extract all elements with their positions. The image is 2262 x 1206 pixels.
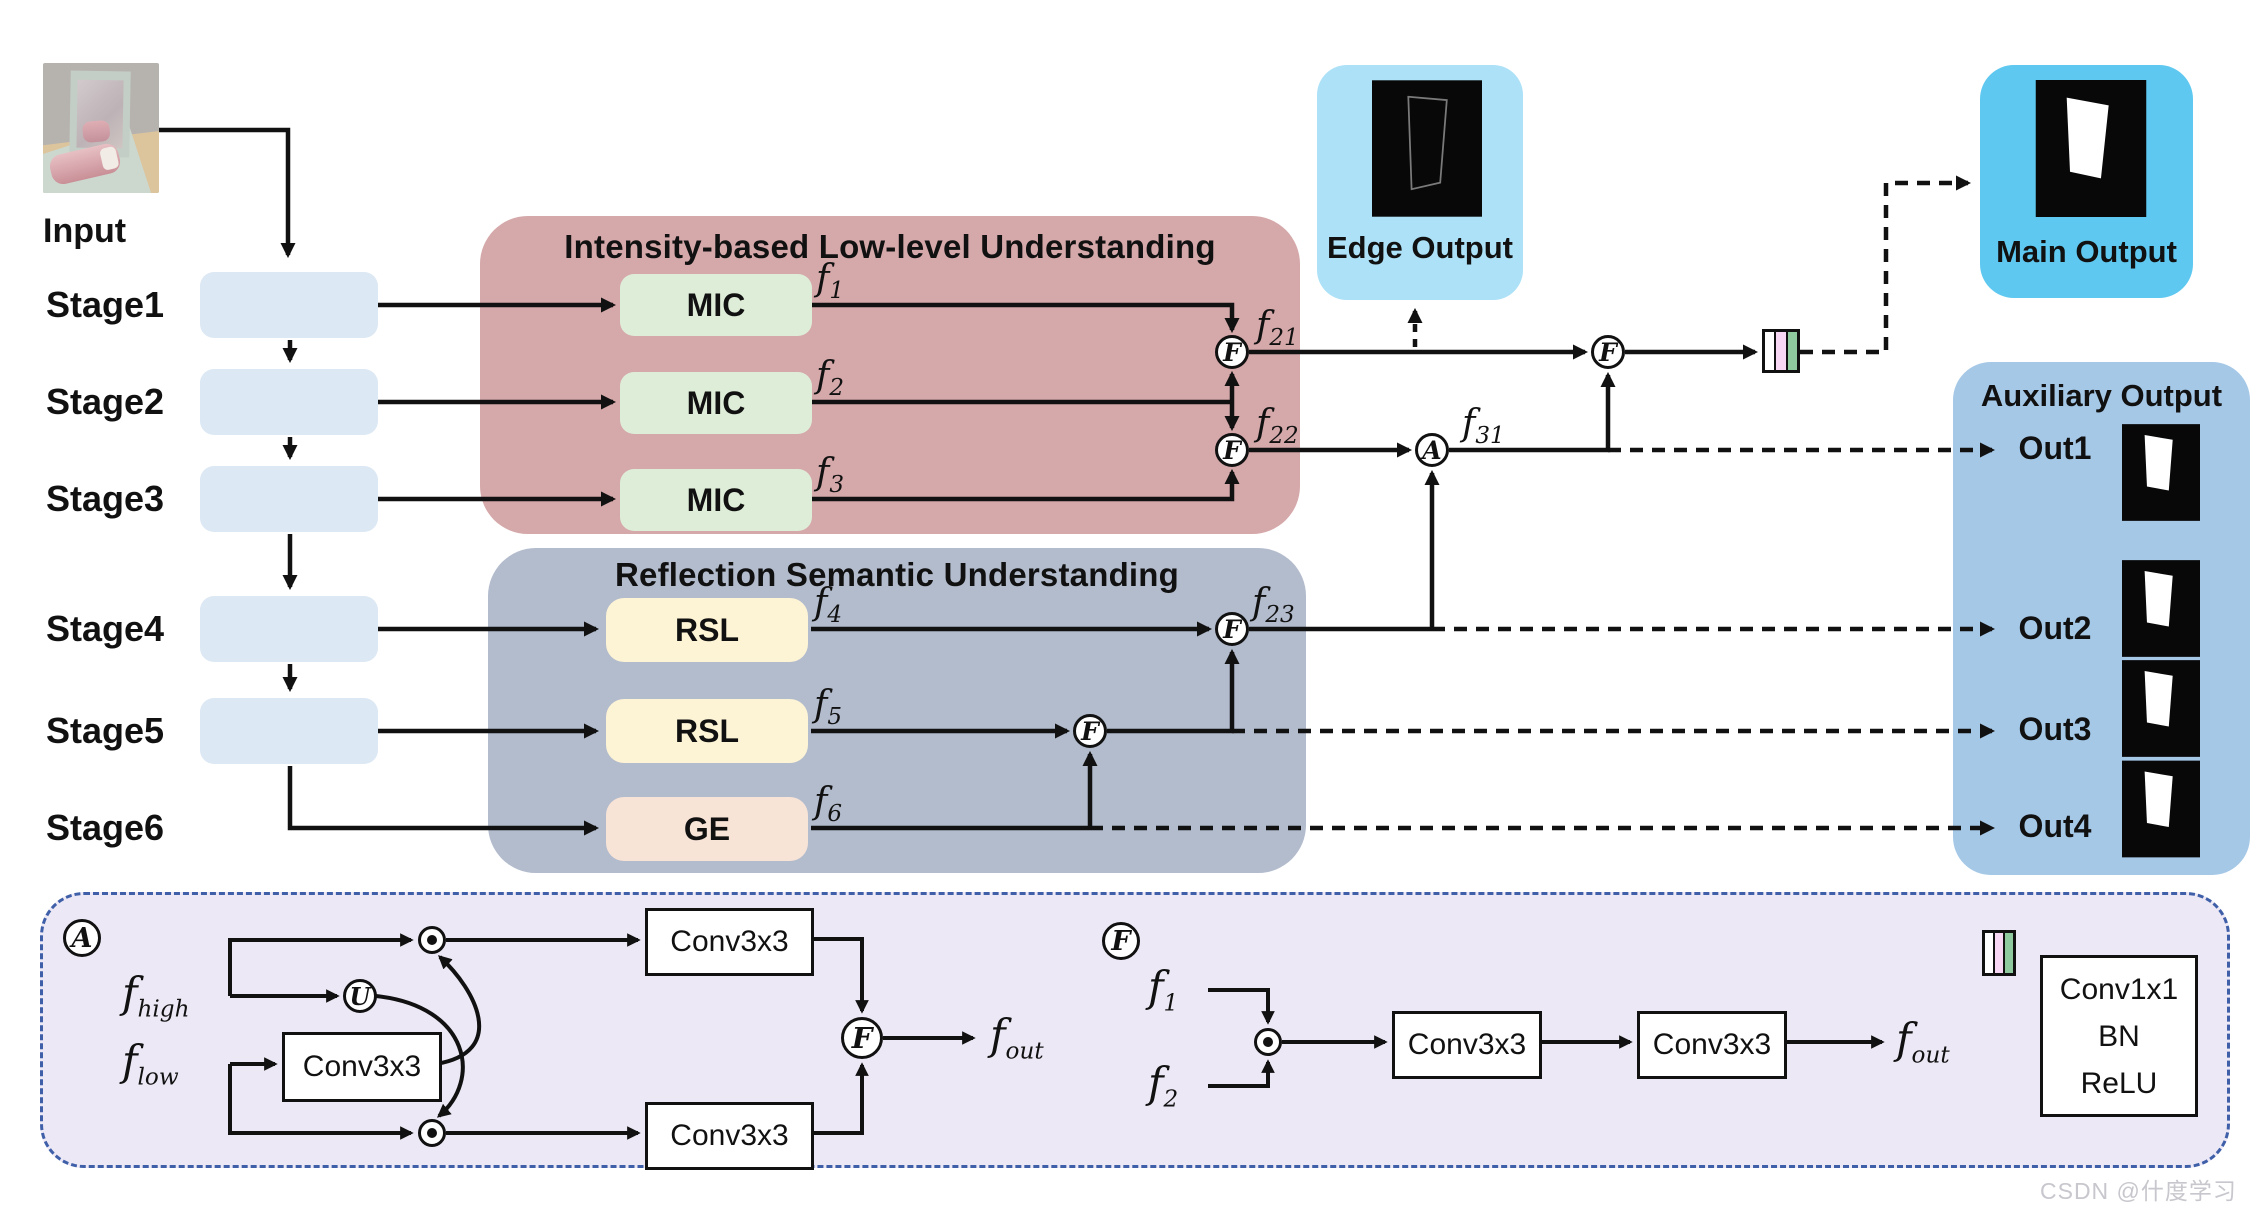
reflection-module-title: Reflection Semantic Understanding [614, 556, 1180, 593]
fuse-node-final: F [1591, 335, 1625, 369]
legend-a-fhigh-label: fhigh [122, 968, 190, 1023]
feature-label-f23: f23 [1252, 582, 1295, 629]
feature-label-f5: f5 [814, 684, 842, 731]
auxiliary-output-title: Auxiliary Output [1980, 378, 2223, 413]
legend-a-upsample-node: U [343, 979, 377, 1013]
legend-a-badge: A [63, 919, 101, 957]
edge-output-label: Edge Output [1327, 230, 1513, 265]
legend-f-f1-label: f1 [1148, 962, 1179, 1017]
auxiliary-output-box [1953, 362, 2250, 875]
legend-f-mul-node [1254, 1028, 1282, 1056]
main-output-image [2035, 80, 2147, 222]
input-label: Input [43, 212, 127, 250]
feature-label-f1: f1 [816, 258, 844, 305]
feature-label-f4: f4 [814, 582, 842, 629]
legend-a-flow-label: flow [122, 1036, 179, 1091]
fuse-node-f22: F [1215, 433, 1249, 467]
stage-block-1 [200, 272, 378, 338]
aux-out3-image [2122, 660, 2200, 762]
aux-out4-image [2122, 760, 2200, 863]
aux-out3-label: Out3 [2018, 711, 2092, 747]
legend-a-fuse-node: F [841, 1017, 883, 1059]
main-output-label: Main Output [1996, 234, 2177, 269]
watermark: CSDN @什度学习 [2040, 1178, 2237, 1204]
aux-out4-label: Out4 [2018, 808, 2092, 844]
stage-label-3: Stage3 [46, 478, 165, 519]
fuse-node-f23: F [1215, 612, 1249, 646]
rsl-block-1: RSL [606, 598, 808, 662]
stage-block-4 [200, 596, 378, 662]
rsl-block-2: RSL [606, 699, 808, 763]
legend-a-mul-bottom [418, 1119, 446, 1147]
intensity-module-title: Intensity-based Low-level Understanding [564, 228, 1216, 265]
ge-block: GE [606, 797, 808, 861]
legend-f-fout-label: fout [1896, 1014, 1950, 1069]
stage-label-6: Stage6 [46, 807, 165, 848]
stage-label-4: Stage4 [46, 608, 165, 649]
legend-f-conv-1: Conv3x3 [1392, 1011, 1542, 1079]
intensity-module-panel [480, 216, 1300, 534]
stage-label-5: Stage5 [46, 710, 165, 751]
fuse-node-f5f6: F [1073, 714, 1107, 748]
legend-a-conv-low: Conv3x3 [282, 1032, 442, 1102]
legend-f-f2-label: f2 [1148, 1058, 1179, 1113]
mic-block-1: MIC [620, 274, 812, 336]
stage-block-2 [200, 369, 378, 435]
mic-block-2: MIC [620, 372, 812, 434]
legend-a-conv-top: Conv3x3 [645, 908, 814, 976]
stage-block-5 [200, 698, 378, 764]
stage-block-3 [200, 466, 378, 532]
stage-label-2: Stage2 [46, 381, 165, 422]
feature-label-f21: f21 [1256, 305, 1299, 352]
legend-a-conv-bottom: Conv3x3 [645, 1102, 814, 1170]
aux-out2-label: Out2 [2018, 610, 2092, 646]
feature-stack-block [1762, 329, 1800, 373]
feature-label-f31: f31 [1462, 403, 1505, 450]
stage-label-1: Stage1 [46, 284, 165, 325]
feature-label-f22: f22 [1256, 403, 1299, 450]
feature-label-f3: f3 [816, 452, 844, 499]
legend-f-badge: F [1102, 922, 1140, 960]
input-image [43, 63, 159, 193]
aux-out1-image [2122, 424, 2200, 526]
mic-block-3: MIC [620, 469, 812, 531]
attention-node: A [1415, 433, 1449, 467]
legend-conv1x1-box: Conv1x1 BN ReLU [2040, 955, 2198, 1117]
legend-conv1x1-line2: BN [2098, 1019, 2140, 1053]
feature-label-f6: f6 [814, 781, 842, 828]
fuse-node-f21: F [1215, 335, 1249, 369]
edge-output-image [1372, 80, 1482, 222]
legend-conv1x1-line1: Conv1x1 [2059, 972, 2179, 1006]
legend-conv1x1-line3: ReLU [2080, 1066, 2158, 1100]
legend-feature-stack-block [1982, 930, 2016, 976]
feature-label-f2: f2 [816, 355, 844, 402]
legend-a-mul-top [418, 926, 446, 954]
legend-f-conv-2: Conv3x3 [1637, 1011, 1787, 1079]
aux-out2-image [2122, 560, 2200, 662]
legend-a-fout-label: fout [990, 1010, 1044, 1065]
aux-out1-label: Out1 [2018, 430, 2092, 466]
